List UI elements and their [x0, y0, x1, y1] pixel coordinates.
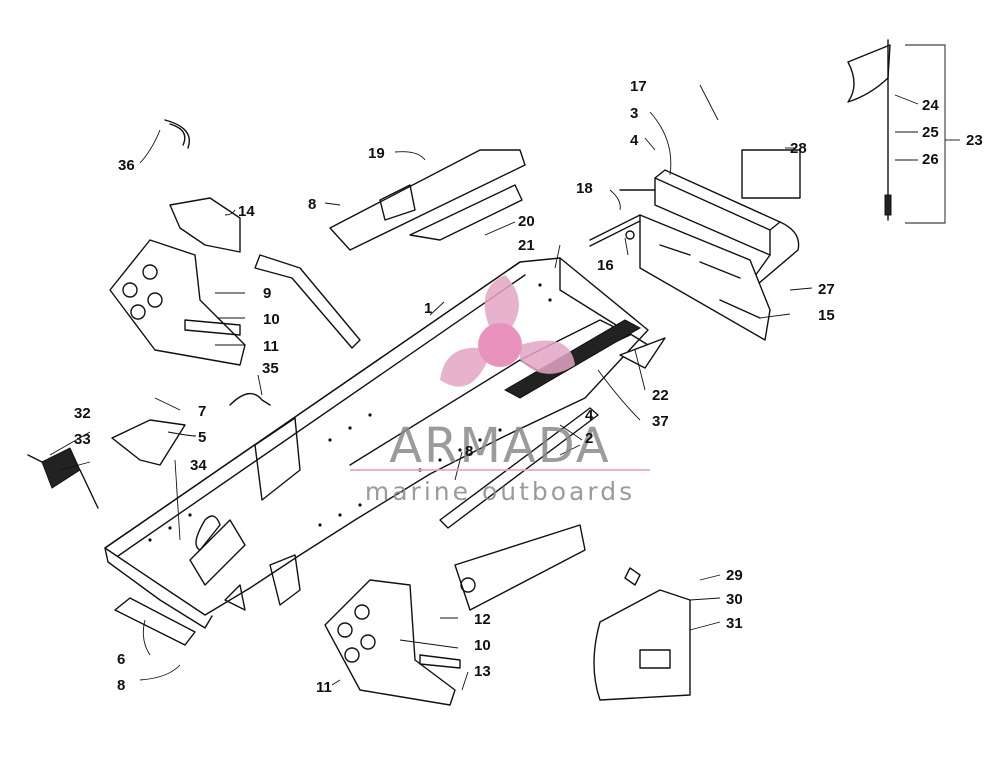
callout-11-lower: 11 [316, 679, 332, 696]
callout-labels: 1 2 3 4 4 5 6 7 8 8 8 9 10 10 11 11 12 1… [74, 78, 983, 696]
foot-plate [114, 597, 196, 646]
watermark-tagline: marine outboards [365, 477, 635, 506]
lower-rail [439, 407, 599, 611]
callout-34: 34 [190, 457, 207, 474]
bracket-plate-5 [111, 419, 186, 466]
callout-20: 20 [518, 213, 535, 230]
rear-bumper-assembly [589, 169, 800, 341]
callout-22: 22 [652, 387, 669, 404]
flag-assembly [847, 39, 892, 221]
leader-lines [49, 44, 960, 691]
callout-29: 29 [726, 567, 743, 584]
callout-31: 31 [726, 615, 743, 632]
callout-16: 16 [597, 257, 614, 274]
callout-26: 26 [922, 151, 939, 168]
callout-10-upper: 10 [263, 311, 280, 328]
callout-23: 23 [966, 132, 983, 149]
callout-6: 6 [117, 651, 125, 668]
callout-25: 25 [922, 124, 939, 141]
decal-28 [741, 149, 801, 199]
clamp-ring [164, 119, 190, 149]
callout-13: 13 [474, 663, 491, 680]
watermark-brand: ARMADA [389, 418, 610, 474]
callout-11-upper: 11 [263, 338, 279, 355]
callout-32: 32 [74, 405, 91, 422]
side-panel-lower [324, 579, 461, 706]
taillight [27, 447, 99, 509]
propeller-logo-icon [440, 275, 575, 387]
callout-27: 27 [818, 281, 835, 298]
callout-2: 2 [585, 430, 593, 447]
callout-35: 35 [262, 360, 279, 377]
callout-17: 17 [630, 78, 647, 95]
callout-10-lower: 10 [474, 637, 491, 654]
callout-30: 30 [726, 591, 743, 608]
callout-37: 37 [652, 413, 669, 430]
callout-4-upper: 4 [630, 132, 639, 149]
callout-5: 5 [198, 429, 206, 446]
callout-8-middle: 8 [465, 443, 473, 460]
plate-22 [619, 337, 666, 369]
callout-28: 28 [790, 140, 807, 157]
callout-33: 33 [74, 431, 91, 448]
seat-bracket [329, 149, 526, 251]
callout-18: 18 [576, 180, 593, 197]
callout-4-lower: 4 [585, 407, 594, 424]
callout-15: 15 [818, 307, 835, 324]
callout-19: 19 [368, 145, 385, 162]
rear-cover [593, 567, 691, 701]
callout-1: 1 [424, 300, 432, 317]
side-panel-upper [109, 239, 246, 366]
callout-12: 12 [474, 611, 491, 628]
bracket-strap [169, 197, 361, 349]
callout-3: 3 [630, 105, 638, 122]
callout-7: 7 [198, 403, 206, 420]
callout-8-bottom: 8 [117, 677, 125, 694]
callout-21: 21 [518, 237, 535, 254]
callout-14: 14 [238, 203, 255, 220]
cable-35 [229, 392, 271, 406]
callout-8-top: 8 [308, 196, 316, 213]
callout-9: 9 [263, 285, 271, 302]
callout-24: 24 [922, 97, 939, 114]
callout-36: 36 [118, 157, 135, 174]
watermark: ARMADA marine outboards [350, 275, 650, 506]
